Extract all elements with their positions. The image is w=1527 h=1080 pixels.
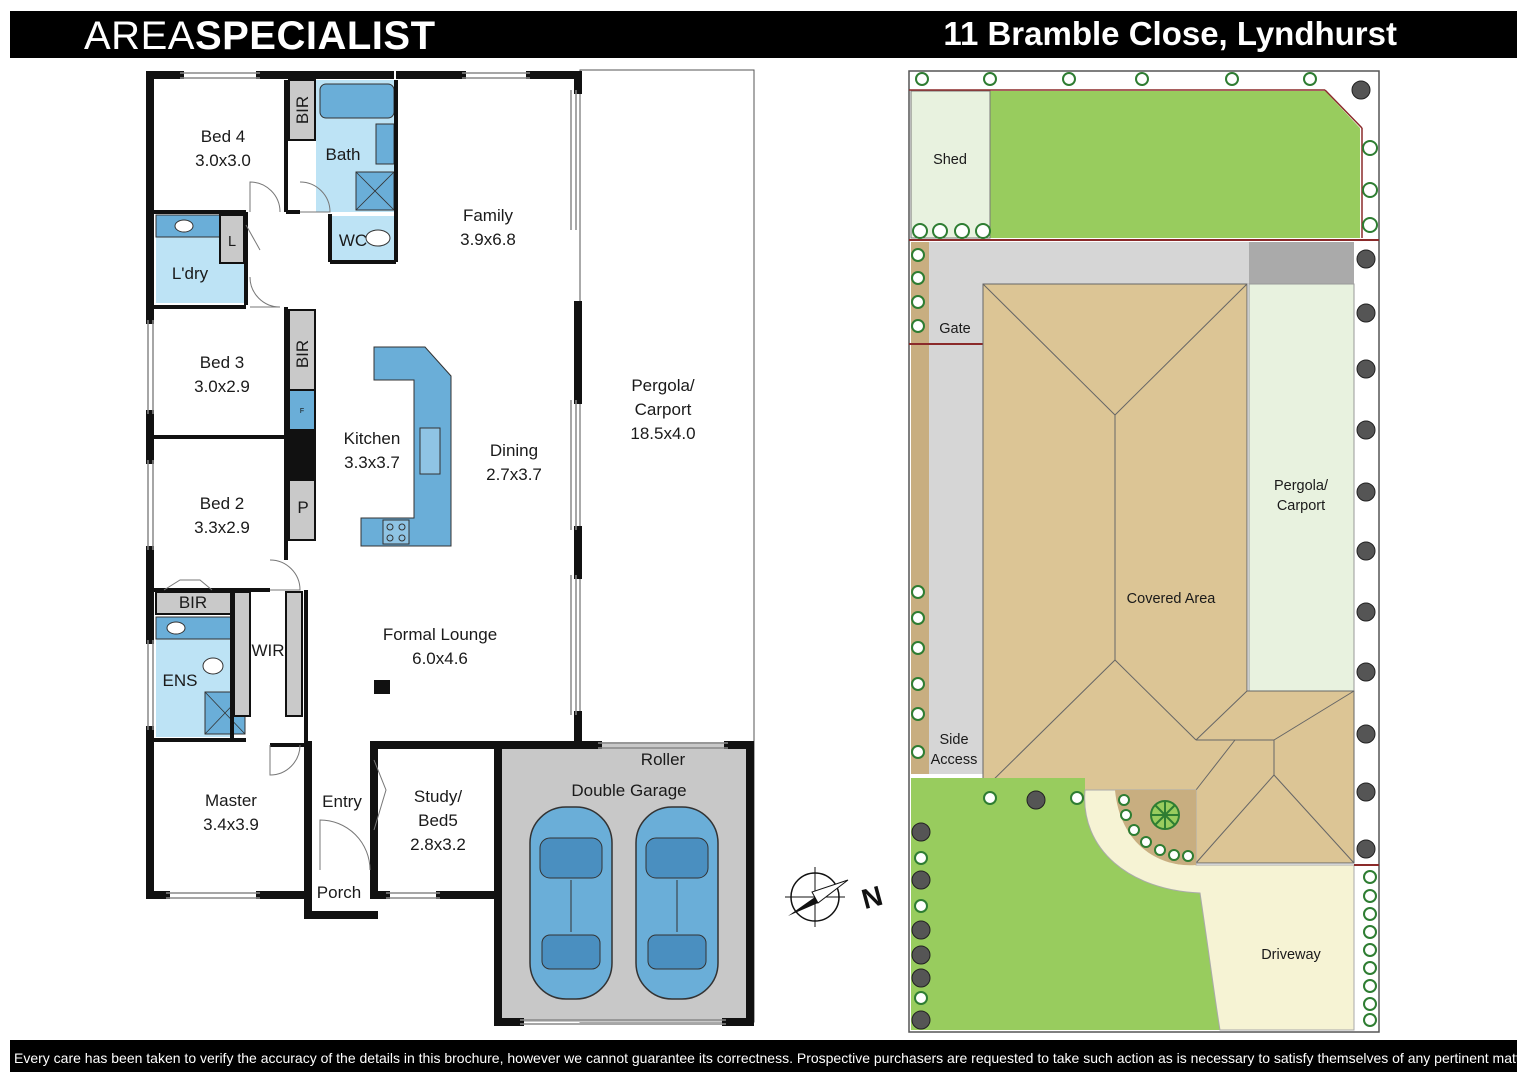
bir-mid-label: BIR — [293, 340, 312, 368]
kitchen-wall-column — [288, 430, 316, 480]
pantry-label: P — [297, 498, 308, 517]
pergola-size: 18.5x4.0 — [630, 424, 695, 443]
pergola-name-2: Carport — [635, 400, 692, 419]
fridge-block — [288, 389, 316, 431]
pergola-name-1: Pergola/ — [631, 376, 695, 395]
study-name-2: Bed5 — [418, 811, 458, 830]
pantry-block — [288, 479, 316, 541]
bir-top-block — [288, 79, 316, 141]
kitchen-name: Kitchen — [344, 429, 401, 448]
footer-bar: Every care has been taken to verify the … — [10, 1040, 1527, 1072]
bed2-size: 3.3x2.9 — [194, 518, 250, 537]
compass-north-label: N — [858, 880, 886, 915]
bir-top-label: BIR — [293, 96, 312, 124]
brand-bold: SPECIALIST — [194, 14, 436, 58]
car-left-icon — [529, 806, 613, 1000]
site-pergola — [1248, 283, 1355, 692]
rear-lawn — [990, 91, 1360, 238]
disclaimer-text: Every care has been taken to verify the … — [14, 1050, 1527, 1066]
side-access-label-2: Access — [931, 752, 978, 768]
site-plan: Shed Gate Side Access Covered Area Pergo… — [908, 70, 1380, 1033]
floor-plan: Bed 4 3.0x3.0 BIR Bath WC L L'dry Family… — [146, 69, 755, 1026]
lounge-size: 6.0x4.6 — [412, 649, 468, 668]
entry-label: Entry — [322, 792, 362, 811]
lounge-name: Formal Lounge — [383, 625, 497, 644]
windows — [147, 72, 728, 1025]
kitchen-sink-icon — [419, 427, 441, 475]
car-right-icon — [635, 806, 719, 1000]
property-address: 11 Bramble Close, Lyndhurst — [943, 15, 1397, 52]
garage-name: Double Garage — [571, 781, 686, 800]
garage-roller-label: Roller — [641, 750, 686, 769]
study-size: 2.8x3.2 — [410, 835, 466, 854]
site-pergola-label-2: Carport — [1277, 498, 1325, 514]
ens-label: ENS — [163, 671, 198, 690]
rear-path — [929, 242, 1249, 284]
study-name-1: Study/ — [414, 787, 462, 806]
kitchen-bench — [360, 346, 452, 547]
side-access-label-1: Side — [939, 732, 968, 748]
family-size: 3.9x6.8 — [460, 230, 516, 249]
shed-label: Shed — [933, 152, 967, 168]
shed — [910, 90, 991, 239]
covered-area-label: Covered Area — [1127, 591, 1217, 607]
bath-vanity-icon — [375, 123, 395, 165]
laundry-sink-icon — [174, 219, 194, 233]
tree-icons — [911, 80, 1376, 1030]
brand-light: AREA — [84, 14, 195, 58]
header-bar: AREASPECIALIST 11 Bramble Close, Lyndhur… — [10, 11, 1517, 58]
bed3-name: Bed 3 — [200, 353, 244, 372]
front-lawn — [911, 778, 1220, 1030]
door-swings — [163, 181, 387, 871]
linen-label: L — [228, 234, 236, 250]
ens-sink-icon — [166, 621, 186, 635]
side-access-path — [929, 284, 983, 774]
dining-size: 2.7x3.7 — [486, 465, 542, 484]
brand-logo: AREASPECIALIST — [84, 11, 436, 58]
dining-name: Dining — [490, 441, 538, 460]
laundry-label: L'dry — [172, 264, 209, 283]
cooktop-icon — [382, 519, 410, 545]
walls — [146, 71, 754, 1026]
bed4-name: Bed 4 — [201, 127, 245, 146]
wc-toilet-icon — [365, 229, 391, 247]
shrub-icons — [911, 72, 1378, 1027]
kitchen-size: 3.3x3.7 — [344, 453, 400, 472]
site-labels: Shed Gate Side Access Covered Area Pergo… — [931, 152, 1329, 963]
bathtub-icon — [319, 83, 395, 119]
master-name: Master — [205, 791, 257, 810]
bir-mid-block — [288, 309, 316, 391]
bath-label: Bath — [326, 145, 361, 164]
bed2-name: Bed 2 — [200, 494, 244, 513]
driveway-label: Driveway — [1261, 947, 1321, 963]
ens-toilet-icon — [202, 657, 224, 675]
porch-label: Porch — [317, 883, 361, 902]
gate-label: Gate — [939, 321, 970, 337]
family-name: Family — [463, 206, 514, 225]
feature-tree-icon — [1150, 800, 1180, 830]
compass-icon: N — [785, 867, 886, 927]
bed4-size: 3.0x3.0 — [195, 151, 251, 170]
wir-label: WIR — [251, 641, 284, 660]
bir-low-label: BIR — [179, 593, 207, 612]
lounge-pillar — [374, 680, 390, 694]
wc-label: WC — [339, 231, 367, 250]
floor-labels: Bed 4 3.0x3.0 BIR Bath WC L L'dry Family… — [163, 96, 696, 902]
wir-rail-right — [285, 591, 303, 717]
site-pergola-label-1: Pergola/ — [1274, 478, 1329, 494]
fridge-label: F — [300, 408, 304, 415]
pergola-back-slab — [1249, 242, 1354, 284]
side-garden-bed — [911, 242, 929, 774]
wir-rail-left — [233, 591, 251, 717]
master-size: 3.4x3.9 — [203, 815, 259, 834]
bed3-size: 3.0x2.9 — [194, 377, 250, 396]
